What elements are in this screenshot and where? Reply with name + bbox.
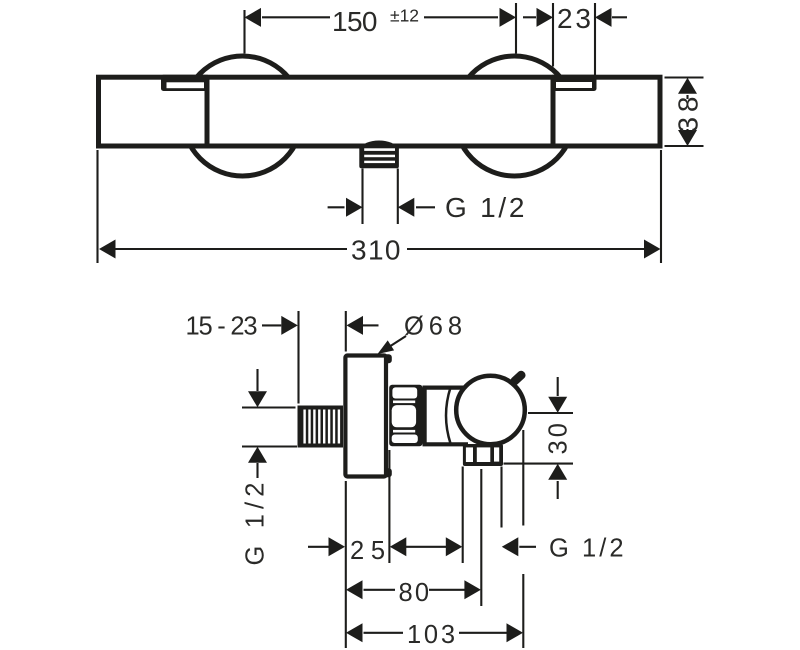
svg-text:Ø68: Ø68 xyxy=(404,313,462,341)
svg-text:15 - 23: 15 - 23 xyxy=(186,313,258,341)
svg-text:G 1/2: G 1/2 xyxy=(445,192,525,223)
svg-text:G 1/2: G 1/2 xyxy=(242,483,270,566)
svg-text:G 1/2: G 1/2 xyxy=(549,535,624,563)
svg-text:310: 310 xyxy=(351,235,401,266)
svg-text:150: 150 xyxy=(332,6,378,37)
svg-text:103: 103 xyxy=(407,621,455,649)
svg-text:±12: ±12 xyxy=(390,6,419,26)
